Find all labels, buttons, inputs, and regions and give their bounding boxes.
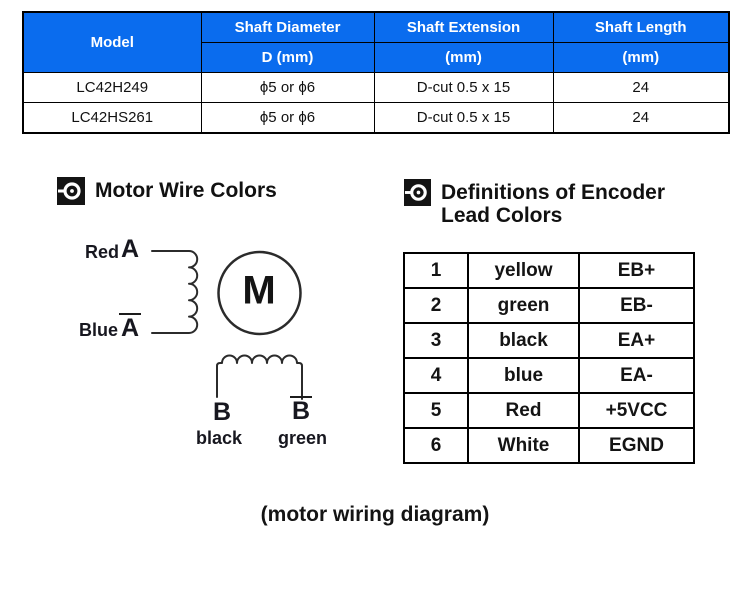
motor-spec-table: Model Shaft Diameter Shaft Extension Sha… — [22, 11, 730, 134]
encoder-signal: EGND — [578, 427, 695, 464]
spec-subheader-length-unit: (mm) — [552, 42, 730, 73]
encoder-signal: EA- — [578, 357, 695, 394]
encoder-signal: EA+ — [578, 322, 695, 359]
spec-cell-length: 24 — [552, 102, 730, 134]
wire-color-label-red: Red — [85, 242, 120, 262]
encoder-row: 5 Red +5VCC — [403, 392, 695, 429]
spec-header-shaft-length: Shaft Length — [552, 11, 730, 43]
phase-b-winding — [216, 354, 303, 400]
encoder-pin: 2 — [403, 287, 469, 324]
encoder-row: 4 blue EA- — [403, 357, 695, 394]
encoder-lead-table: 1 yellow EB+ 2 green EB- 3 black EA+ 4 b… — [403, 252, 695, 464]
spec-header-shaft-diameter: Shaft Diameter — [200, 11, 375, 43]
encoder-pin: 5 — [403, 392, 469, 429]
wire-color-label-black: black — [196, 428, 243, 448]
encoder-signal: +5VCC — [578, 392, 695, 429]
motor-wire-colors-header: Motor Wire Colors — [57, 177, 277, 205]
encoder-color: blue — [467, 357, 580, 394]
terminal-b: B — [213, 398, 232, 426]
spec-row-lc42hs261: LC42HS261 ϕ5 or ϕ6 D-cut 0.5 x 15 24 — [22, 102, 730, 134]
encoder-row: 6 White EGND — [403, 427, 695, 464]
terminal-a-bar: A — [119, 313, 142, 342]
encoder-row: 3 black EA+ — [403, 322, 695, 359]
encoder-color: White — [467, 427, 580, 464]
spec-row-lc42h249: LC42H249 ϕ5 or ϕ6 D-cut 0.5 x 15 24 — [22, 72, 730, 103]
encoder-color: black — [467, 322, 580, 359]
terminal-b-bar: B — [290, 396, 313, 425]
encoder-color: green — [467, 287, 580, 324]
wire-color-label-green: green — [278, 428, 328, 448]
encoder-signal: EB- — [578, 287, 695, 324]
spec-cell-extension: D-cut 0.5 x 15 — [373, 102, 554, 134]
encoder-pin: 3 — [403, 322, 469, 359]
section-title: Definitions of Encoder Lead Colors — [441, 179, 665, 227]
encoder-row: 1 yellow EB+ — [403, 252, 695, 289]
phase-a-winding — [151, 250, 199, 334]
spec-header-row-1: Model Shaft Diameter Shaft Extension Sha… — [22, 11, 730, 73]
encoder-row: 2 green EB- — [403, 287, 695, 324]
spec-cell-length: 24 — [552, 72, 730, 103]
spec-header-model: Model — [22, 11, 202, 73]
diagram-caption: (motor wiring diagram) — [260, 503, 490, 526]
encoder-pin: 6 — [403, 427, 469, 464]
spec-cell-extension: D-cut 0.5 x 15 — [373, 72, 554, 103]
section-title-line1: Definitions of Encoder — [441, 181, 666, 204]
spec-cell-model: LC42HS261 — [22, 102, 202, 134]
spec-header-row-2: D (mm) (mm) (mm) — [23, 42, 730, 73]
spec-header-shaft-extension: Shaft Extension — [373, 11, 554, 43]
section-title: Motor Wire Colors — [95, 179, 277, 202]
spec-cell-diameter: ϕ5 or ϕ6 — [200, 72, 375, 103]
encoder-color: yellow — [467, 252, 580, 289]
spec-cell-model: LC42H249 — [22, 72, 202, 103]
spec-subheader-extension-unit: (mm) — [373, 42, 554, 73]
encoder-color: Red — [467, 392, 580, 429]
encoder-pin: 4 — [403, 357, 469, 394]
target-bullet-icon — [57, 177, 85, 205]
motor-symbol: M — [242, 268, 276, 313]
spec-subheader-diameter-unit: D (mm) — [200, 42, 375, 73]
encoder-signal: EB+ — [578, 252, 695, 289]
target-bullet-icon — [404, 179, 431, 206]
encoder-pin: 1 — [403, 252, 469, 289]
spec-cell-diameter: ϕ5 or ϕ6 — [200, 102, 375, 134]
section-title-line2: Lead Colors — [441, 204, 563, 227]
terminal-a: A — [121, 235, 140, 263]
wire-color-label-blue: Blue — [79, 320, 119, 340]
encoder-lead-colors-header: Definitions of Encoder Lead Colors — [404, 179, 665, 227]
